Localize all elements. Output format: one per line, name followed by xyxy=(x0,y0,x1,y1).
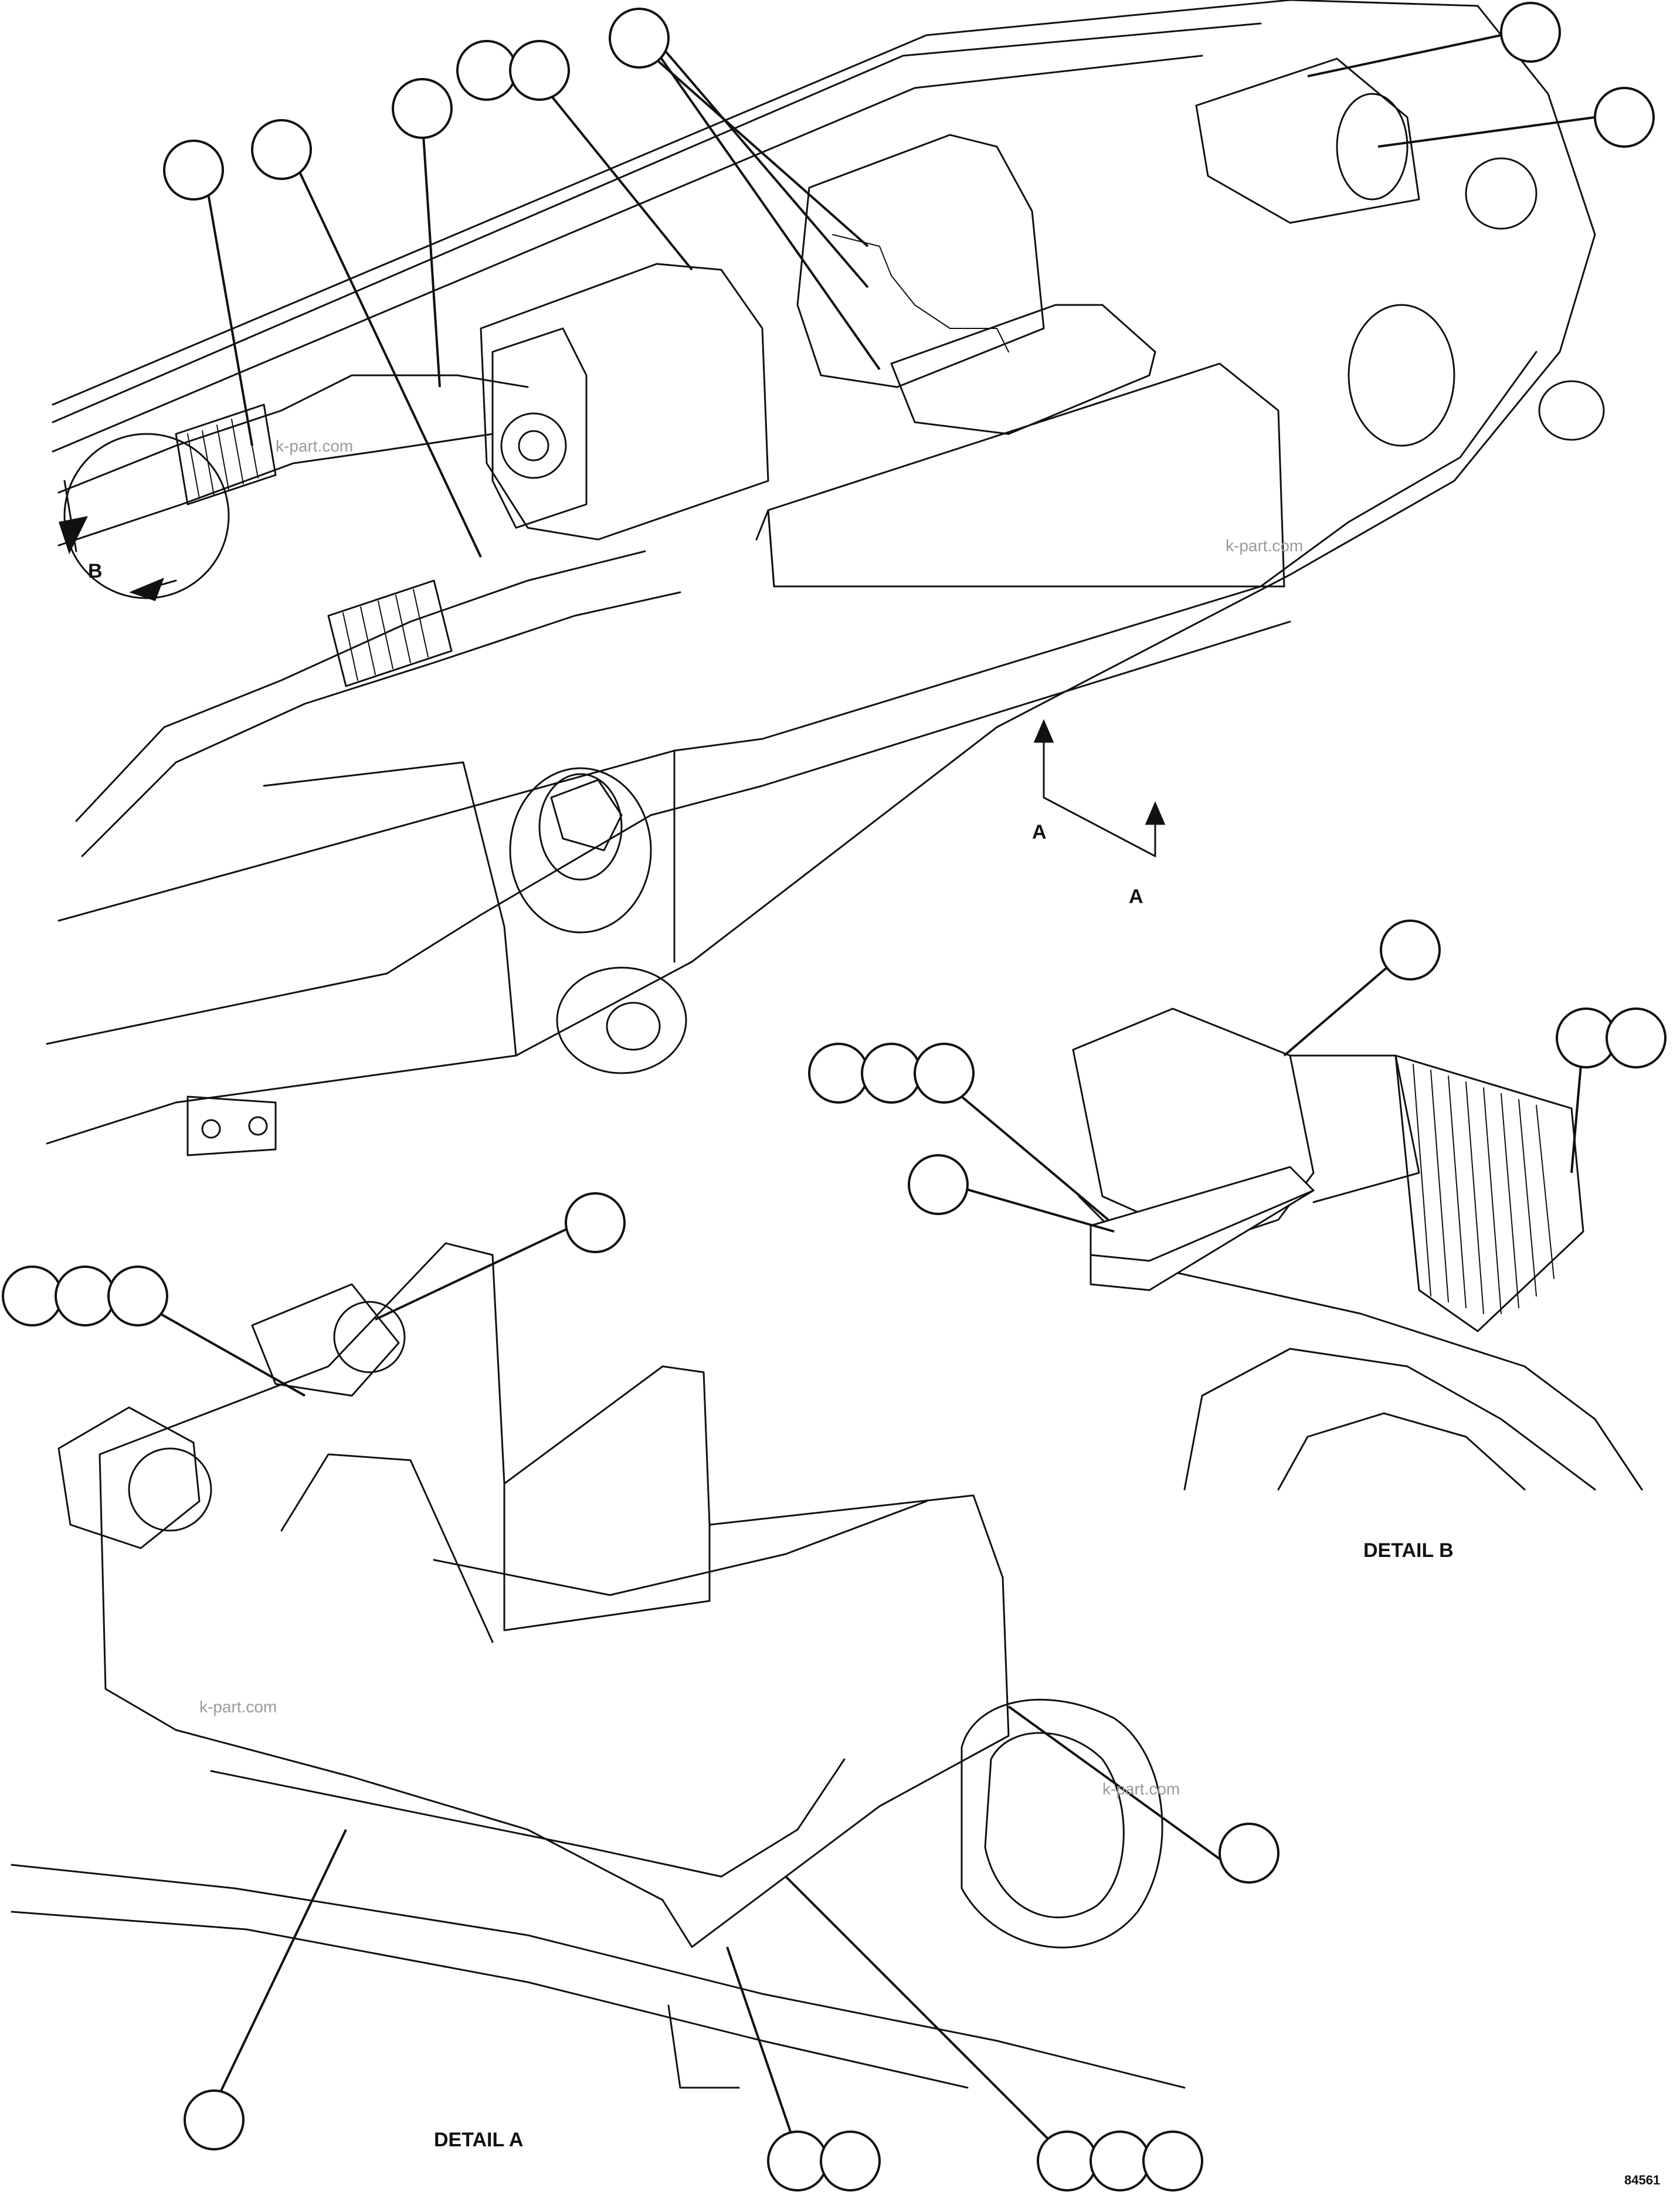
detail-a-title: DETAIL A xyxy=(434,2129,523,2151)
outlet-pipe-top xyxy=(1195,57,1420,224)
callout-circle xyxy=(820,2130,881,2191)
detail-b-title: DETAIL B xyxy=(1363,1539,1454,1562)
boss-left-inner xyxy=(538,773,623,881)
boss-left-lug xyxy=(550,779,623,851)
frame-panel-left xyxy=(263,749,676,1057)
callout-circle xyxy=(55,1266,116,1327)
frame-box-panel-top xyxy=(755,509,775,588)
scr-module-b xyxy=(890,304,1156,435)
detail-a-crossmember xyxy=(210,1758,846,1878)
callout-circle xyxy=(914,1043,975,1104)
callout-circle xyxy=(808,1043,869,1104)
callout-circle xyxy=(908,1154,969,1215)
dpf-module xyxy=(480,263,769,541)
detail-a-view: DETAIL A xyxy=(11,1242,1186,2151)
watermark: k-part.com xyxy=(1102,1780,1180,1798)
view-a-label-2: A xyxy=(1129,886,1143,908)
boss-left xyxy=(509,767,652,934)
bellows-lower xyxy=(327,579,453,687)
detail-a-flange xyxy=(333,1301,406,1373)
callout-circle xyxy=(184,2089,245,2150)
pin-lower-inner xyxy=(606,1002,661,1051)
view-b-label: B xyxy=(88,560,103,582)
detail-b-bracket xyxy=(1090,1166,1315,1291)
callout-circle xyxy=(609,8,670,69)
callout-circle xyxy=(1037,2130,1098,2191)
exhaust-pipe-lower xyxy=(75,550,646,822)
callout-circle xyxy=(1142,2130,1203,2191)
callout-circle xyxy=(509,40,570,101)
frame-lower-beam xyxy=(46,620,1291,1045)
frame-top-rail xyxy=(52,22,1262,453)
exhaust-pipe-upper xyxy=(57,374,529,494)
callout-circle xyxy=(861,1043,922,1104)
detail-a-callouts xyxy=(2,1192,1279,2191)
sensor-harness xyxy=(832,234,1009,352)
callout-circle xyxy=(1594,87,1655,148)
main-view: B xyxy=(46,0,1605,1156)
detail-b-view: DETAIL B xyxy=(1072,1007,1643,1562)
detail-a-pipe-left xyxy=(57,1406,201,1549)
scr-module xyxy=(796,134,1045,388)
watermark: k-part.com xyxy=(1226,537,1303,555)
bellows-upper xyxy=(175,403,277,506)
callout-circle xyxy=(1380,920,1441,981)
dpf-module-end xyxy=(491,327,588,529)
view-b-arrowhead xyxy=(59,516,88,554)
callout-circle xyxy=(565,1192,626,1253)
watermark: k-part.com xyxy=(199,1698,277,1716)
callout-circle xyxy=(1500,2,1561,63)
bore-right xyxy=(1348,304,1455,447)
pin-right xyxy=(1465,157,1538,230)
leader-lines xyxy=(128,34,1596,2153)
view-a-indicator: A A xyxy=(1032,719,1166,908)
detail-b-bellows xyxy=(1394,1054,1584,1332)
callout-circle xyxy=(767,2130,828,2191)
callout-circle xyxy=(1606,1007,1667,1068)
callout-circle xyxy=(163,140,224,201)
watermark: k-part.com xyxy=(276,437,353,455)
pin-lower xyxy=(556,966,687,1074)
callout-circle xyxy=(1090,2130,1150,2191)
bracket-bottom xyxy=(186,1095,277,1156)
frame-box-panel xyxy=(767,362,1285,588)
callout-circle xyxy=(107,1266,168,1327)
detail-a-floor xyxy=(11,1864,1186,2089)
main-view-callouts xyxy=(163,2,1655,201)
main-frame-outline xyxy=(46,0,1596,1145)
view-a-label-1: A xyxy=(1032,821,1047,843)
detail-b-callouts xyxy=(808,920,1667,1215)
callout-circle xyxy=(392,78,453,139)
pin-right-lower xyxy=(1538,380,1605,441)
detail-a-ring xyxy=(961,1698,1163,1949)
callout-circle xyxy=(2,1266,63,1327)
callout-circle xyxy=(251,119,312,180)
callout-circle xyxy=(456,40,517,101)
callout-circle xyxy=(1219,1823,1279,1884)
detail-a-pipe-top xyxy=(251,1283,400,1397)
exhaust-pipe-upper-b xyxy=(57,433,494,547)
exhaust-pipe-lower-b xyxy=(81,591,681,857)
figure-id: 84561 xyxy=(1624,2173,1660,2187)
